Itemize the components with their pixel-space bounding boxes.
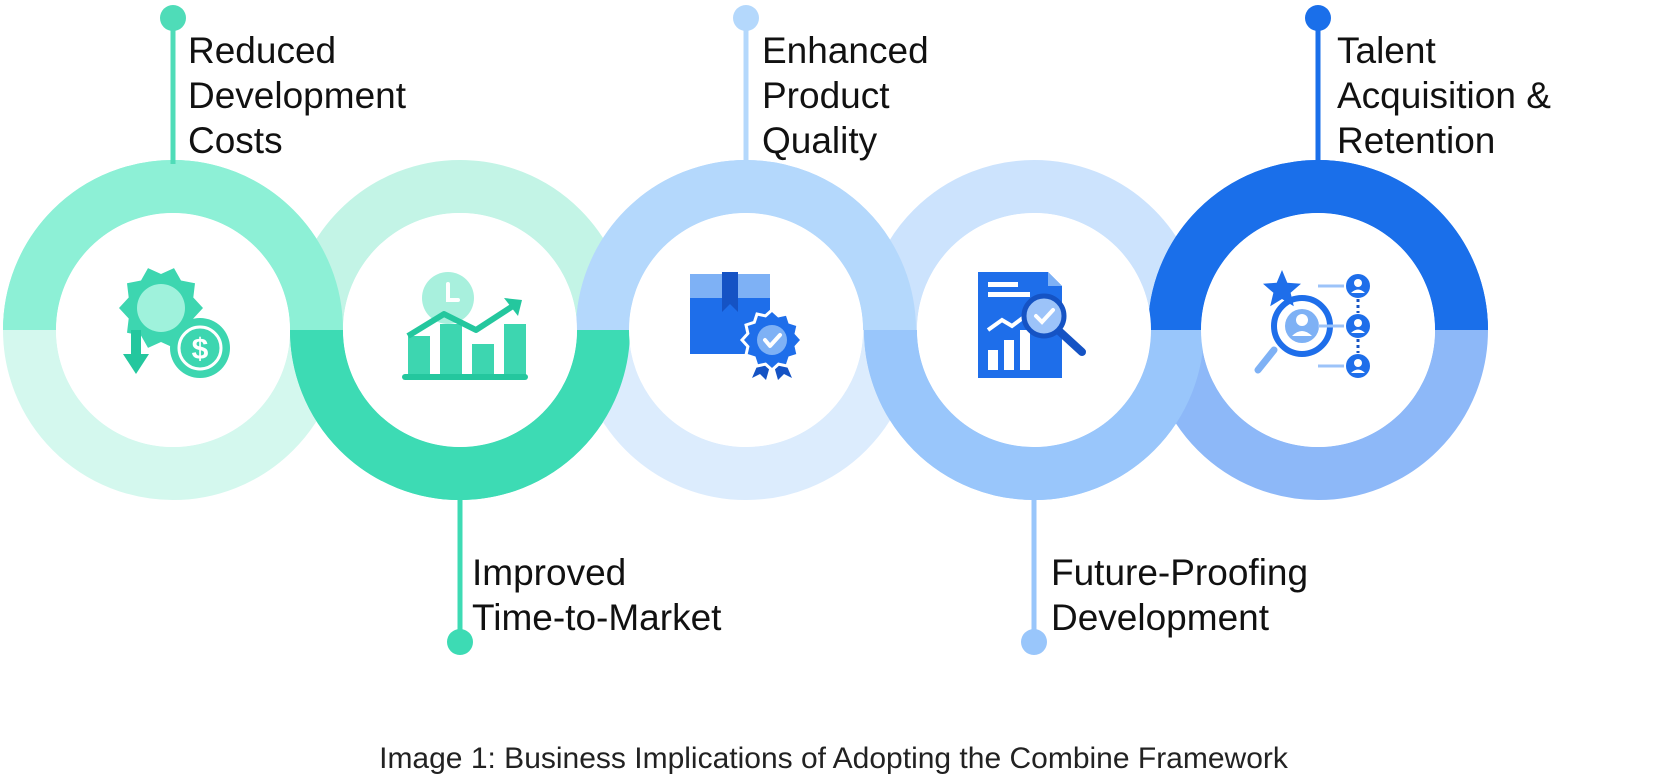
stage-connector-dot <box>160 5 186 31</box>
growth-chart-clock-icon <box>402 272 528 380</box>
svg-text:$: $ <box>192 333 209 366</box>
figure-caption: Image 1: Business Implications of Adopti… <box>379 742 1288 775</box>
stage-connector-dot <box>733 5 759 31</box>
stage-label-line: Quality <box>762 120 878 161</box>
stage-label-line: Reduced <box>188 30 337 71</box>
ring-highlight-1 <box>3 160 343 331</box>
ring-highlight-5 <box>1148 160 1488 331</box>
ring-bottom-half <box>3 329 343 500</box>
report-magnifier-icon <box>978 272 1086 378</box>
stage-connector-dot <box>1021 629 1047 655</box>
stage-label-line: Time-to-Market <box>472 597 722 638</box>
stage-label-line: Future-Proofing <box>1051 552 1309 593</box>
stage-label-line: Improved <box>472 552 627 593</box>
stage-label-line: Acquisition & <box>1337 75 1551 116</box>
stage-connector-dot <box>447 629 473 655</box>
stage-label-line: Retention <box>1337 120 1496 161</box>
gear-dollar-icon: $ <box>119 268 230 378</box>
quality-box-badge-icon <box>690 272 805 380</box>
talent-search-icon <box>1254 270 1372 380</box>
ring-highlight-3 <box>576 160 916 331</box>
ring-highlight-2 <box>290 329 630 500</box>
stage-label-line: Costs <box>188 120 283 161</box>
stage-label-line: Product <box>762 75 890 116</box>
ring-top-half <box>290 160 630 331</box>
stage-connector-dot <box>1305 5 1331 31</box>
ring-bottom-half <box>576 329 916 500</box>
stage-label-line: Talent <box>1337 30 1436 71</box>
stage-label-line: Development <box>1051 597 1270 638</box>
stage-label-line: Enhanced <box>762 30 929 71</box>
stage-label-line: Development <box>188 75 407 116</box>
ring-highlight-4 <box>864 329 1204 500</box>
